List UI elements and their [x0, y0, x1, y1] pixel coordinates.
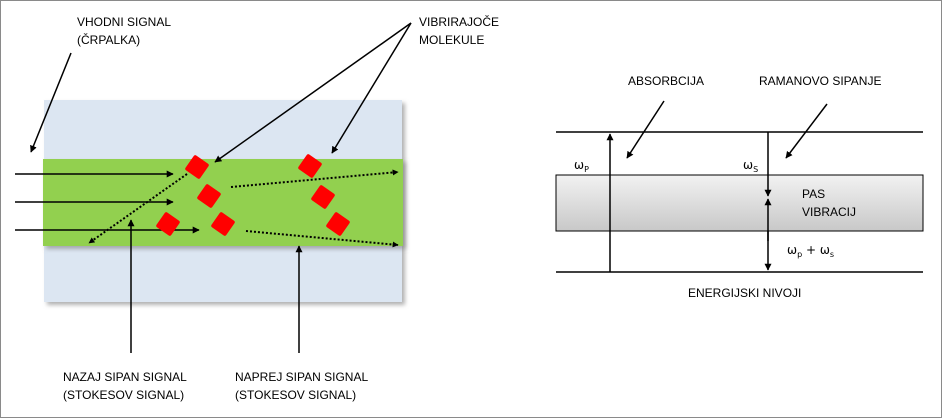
molecules-label: VIBRIRAJOČE	[419, 14, 499, 29]
molecules-pointer-1	[214, 22, 412, 163]
molecules-label-sub: MOLEKULE	[419, 33, 484, 47]
raman-label: RAMANOVO SIPANJE	[759, 74, 881, 88]
vibration-band	[555, 174, 924, 232]
input-signal-pointer	[30, 52, 72, 153]
absorption-pointer	[626, 100, 665, 159]
omega-s-label: ωS	[743, 158, 758, 174]
forward-scatter-label: NAPREJ SIPAN SIGNAL	[235, 370, 368, 384]
input-signal-label-sub: (ČRPALKA)	[77, 32, 140, 47]
omega-p-label: ωP	[574, 158, 589, 174]
absorption-label: ABSORBCIJA	[628, 74, 704, 88]
raman-pointer	[785, 103, 828, 159]
input-signal-label: VHODNI SIGNAL	[77, 15, 171, 29]
molecules	[156, 154, 350, 236]
molecule	[311, 185, 335, 209]
band-label: PAS	[802, 187, 825, 201]
molecule	[156, 212, 180, 236]
molecule	[326, 212, 350, 236]
forward-scatter-label-sub: (STOKESOV SIGNAL)	[235, 388, 356, 402]
energy-levels-label: ENERGIJSKI NIVOJI	[688, 286, 801, 300]
omega-sum-label: ωp + ωs	[787, 243, 834, 259]
band-label-sub: VIBRACIJ	[802, 205, 856, 219]
back-scatter-label-sub: (STOKESOV SIGNAL)	[63, 388, 184, 402]
molecule	[197, 184, 221, 208]
forward-scatter-arrow-down	[245, 230, 399, 248]
molecule	[185, 155, 209, 179]
molecule	[211, 212, 235, 236]
back-scatter-label: NAZAJ SIPAN SIGNAL	[63, 370, 187, 384]
molecules-pointer-2	[331, 22, 412, 154]
molecule	[298, 154, 322, 178]
